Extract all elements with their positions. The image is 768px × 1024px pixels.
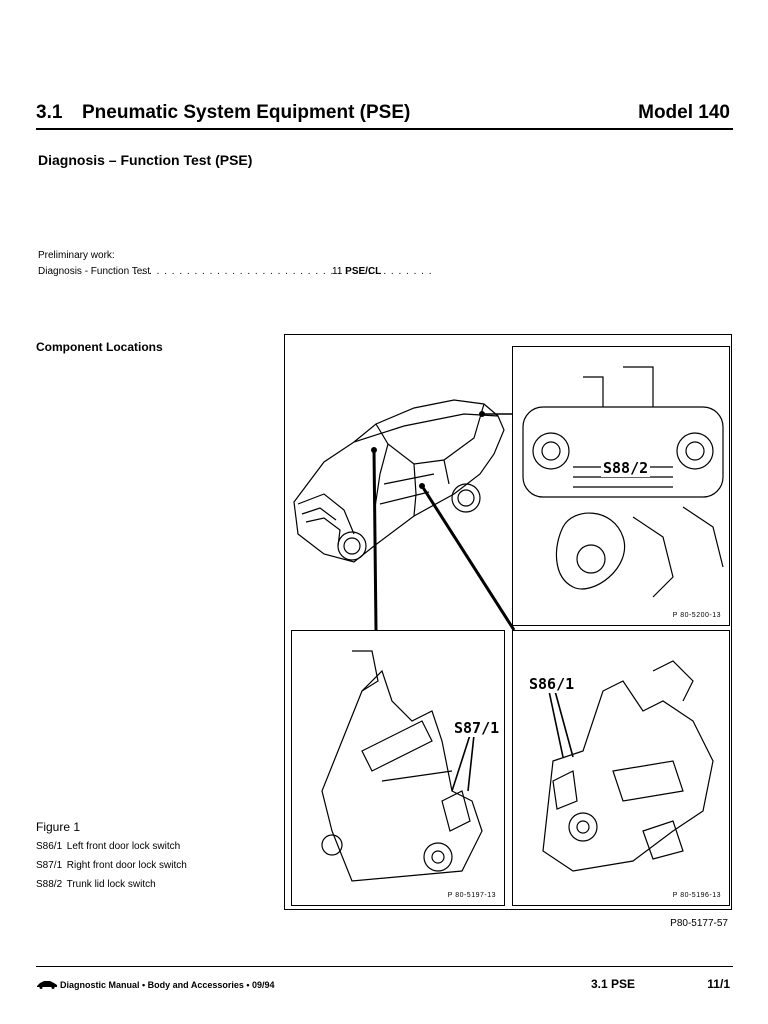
legend-item: S88/2 Trunk lid lock switch bbox=[36, 879, 156, 890]
car-logo-icon bbox=[37, 981, 57, 989]
left-door-lock-panel: S86/1 P 80-5196-13 bbox=[512, 630, 730, 906]
legend-text: Trunk lid lock switch bbox=[66, 879, 156, 890]
callout-s87-1: S87/1 bbox=[452, 719, 502, 737]
car-illustration bbox=[293, 399, 516, 631]
preliminary-label: Preliminary work: bbox=[38, 250, 115, 261]
footer-manual-title: Diagnostic Manual • Body and Accessories… bbox=[60, 980, 275, 990]
left-door-panel-code: P 80-5196-13 bbox=[672, 892, 721, 899]
right-door-lock-mechanism-icon bbox=[321, 650, 483, 882]
legend-item: S86/1 Left front door lock switch bbox=[36, 841, 180, 852]
section-number: 3.1 bbox=[36, 102, 63, 123]
trunk-panel-code: P 80-5200-13 bbox=[672, 612, 721, 619]
model-label: Model 140 bbox=[638, 102, 730, 123]
component-locations-heading: Component Locations bbox=[36, 340, 163, 354]
preliminary-ref-number: 11 bbox=[332, 266, 343, 277]
callout-s88-2: S88/2 bbox=[601, 459, 651, 477]
figure-reference: P80-5177-57 bbox=[670, 918, 728, 929]
footer-section: 3.1 PSE bbox=[591, 977, 636, 991]
page-subtitle: Diagnosis – Function Test (PSE) bbox=[38, 152, 253, 168]
legend-text: Right front door lock switch bbox=[66, 860, 187, 871]
legend-code: S87/1 bbox=[36, 860, 63, 871]
right-door-panel-code: P 80-5197-13 bbox=[447, 892, 496, 899]
header-rule bbox=[36, 128, 733, 130]
preliminary-item: Diagnosis - Function Test bbox=[38, 266, 151, 277]
preliminary-reference: 11 PSE/CL bbox=[332, 266, 381, 277]
preliminary-ref-code: PSE/CL bbox=[345, 266, 382, 277]
legend-code: S86/1 bbox=[36, 841, 63, 852]
left-door-lock-mechanism-icon bbox=[542, 660, 714, 872]
preliminary-leader-dots: . . . . . . . . . . . . . . . . . . . . … bbox=[134, 266, 433, 277]
section-title: Pneumatic System Equipment (PSE) bbox=[82, 102, 411, 123]
trunk-lock-mechanism-icon bbox=[522, 366, 724, 598]
footer-page-number: 11/1 bbox=[707, 977, 730, 991]
figure-frame bbox=[284, 334, 732, 910]
legend-code: S88/2 bbox=[36, 879, 63, 890]
trunk-lock-panel: S88/2 P 80-5200-13 bbox=[512, 346, 730, 626]
car-icon bbox=[293, 399, 505, 563]
legend-text: Left front door lock switch bbox=[66, 841, 181, 852]
callout-s86-1: S86/1 bbox=[527, 675, 577, 693]
right-door-lock-panel: S87/1 P 80-5197-13 bbox=[291, 630, 505, 906]
figure-label: Figure 1 bbox=[36, 820, 81, 834]
footer-rule bbox=[36, 966, 733, 967]
legend-item: S87/1 Right front door lock switch bbox=[36, 860, 187, 871]
